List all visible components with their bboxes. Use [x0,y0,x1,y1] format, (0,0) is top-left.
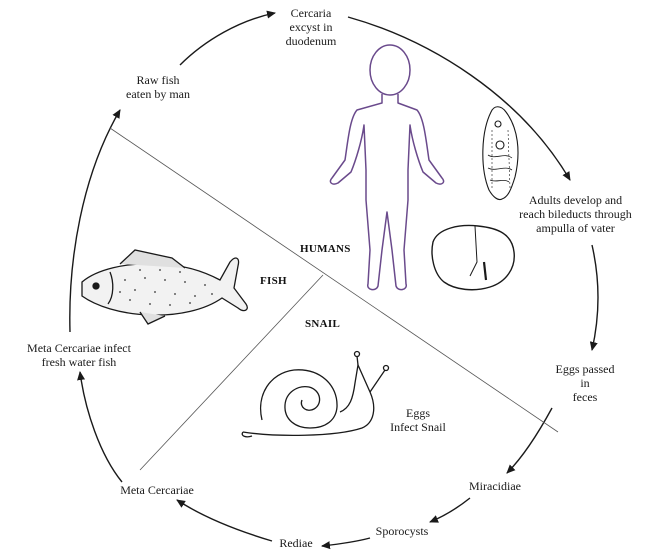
arrow-rawfish-to-cercaria [180,13,275,65]
label-adults-develop: Adults develop and reach bileducts throu… [508,193,643,235]
eggs-infect-line-1: Eggs [378,406,458,420]
arrow-rediae-to-meta [177,500,272,541]
section-label-humans: HUMANS [300,243,351,255]
label-meta-cercariae: Meta Cercariae [107,483,207,497]
raw-fish-line-1: Raw fish [108,73,208,87]
eggs-passed-line-1: Eggs passed [540,362,630,376]
adults-line-3: ampulla of vater [508,221,643,235]
snail-icon [242,352,388,437]
cercaria-line-2: excyst in [276,20,346,34]
adults-line-2: reach bileducts through [508,207,643,221]
arrow-miracidiae-to-sporocysts [430,498,470,522]
label-cercaria-excyst: Cercaria excyst in duodenum [276,6,346,48]
fish-icon [82,250,247,324]
label-eggs-infect-snail: Eggs Infect Snail [378,406,458,434]
adults-line-1: Adults develop and [508,193,643,207]
section-label-fish: FISH [260,275,287,287]
eggs-passed-line-3: feces [540,390,630,404]
eggs-passed-line-2: in [540,376,630,390]
label-rediae: Rediae [266,536,326,550]
arrow-sporocysts-to-rediae [322,538,370,546]
label-sporocysts: Sporocysts [362,524,442,538]
label-miracidiae: Miracidiae [455,479,535,493]
meta-infect-line-2: fresh water fish [4,355,154,369]
label-meta-cercariae-infect: Meta Cercariae infect fresh water fish [4,341,154,369]
cercaria-line-3: duodenum [276,34,346,48]
meta-infect-line-1: Meta Cercariae infect [4,341,154,355]
arrow-adults-to-eggs [592,245,598,350]
cercaria-line-1: Cercaria [276,6,346,20]
label-eggs-passed: Eggs passed in feces [540,362,630,404]
raw-fish-line-2: eaten by man [108,87,208,101]
section-label-snail: SNAIL [305,318,340,330]
liver-icon [432,226,514,290]
arrow-eggs-to-miracidiae [507,408,552,473]
arrow-meta-to-infect [80,372,122,482]
eggs-infect-line-2: Infect Snail [378,420,458,434]
label-raw-fish: Raw fish eaten by man [108,73,208,101]
liver-fluke-icon [483,107,518,200]
